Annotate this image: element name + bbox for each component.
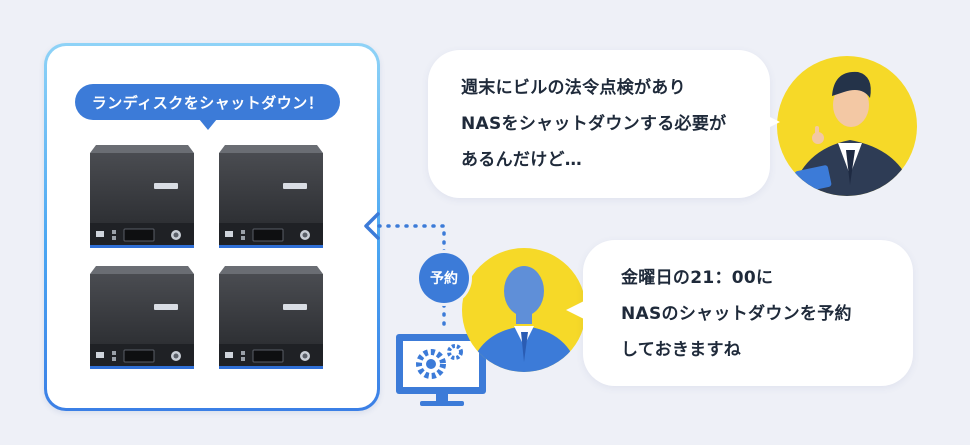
- admin-speech-text: 金曜日の21：00に NASのシャットダウンを予約 しておきますね: [621, 268, 852, 360]
- requester-speech-bubble: 週末にビルの法令点検があり NASをシャットダウンする必要が あるんだけど…: [428, 50, 770, 198]
- nas-tag-tail: [199, 119, 217, 130]
- nas-device-icon: [89, 144, 195, 249]
- dotted-arrow-icon: [364, 212, 446, 332]
- requester-speech-text: 週末にビルの法令点検があり NASをシャットダウンする必要が あるんだけど…: [461, 78, 727, 170]
- schedule-badge: 予約: [419, 253, 469, 303]
- businessman-icon: [777, 56, 917, 196]
- nas-device-icon: [218, 144, 324, 249]
- admin-speech-bubble: 金曜日の21：00に NASのシャットダウンを予約 しておきますね: [583, 240, 913, 386]
- bubble-tail: [760, 112, 780, 132]
- nas-device-icon: [89, 265, 195, 370]
- bubble-tail: [566, 300, 586, 320]
- monitor-gear-icon: [396, 334, 486, 406]
- nas-tag: ランディスクをシャットダウン！: [75, 84, 340, 120]
- nas-device-icon: [218, 265, 324, 370]
